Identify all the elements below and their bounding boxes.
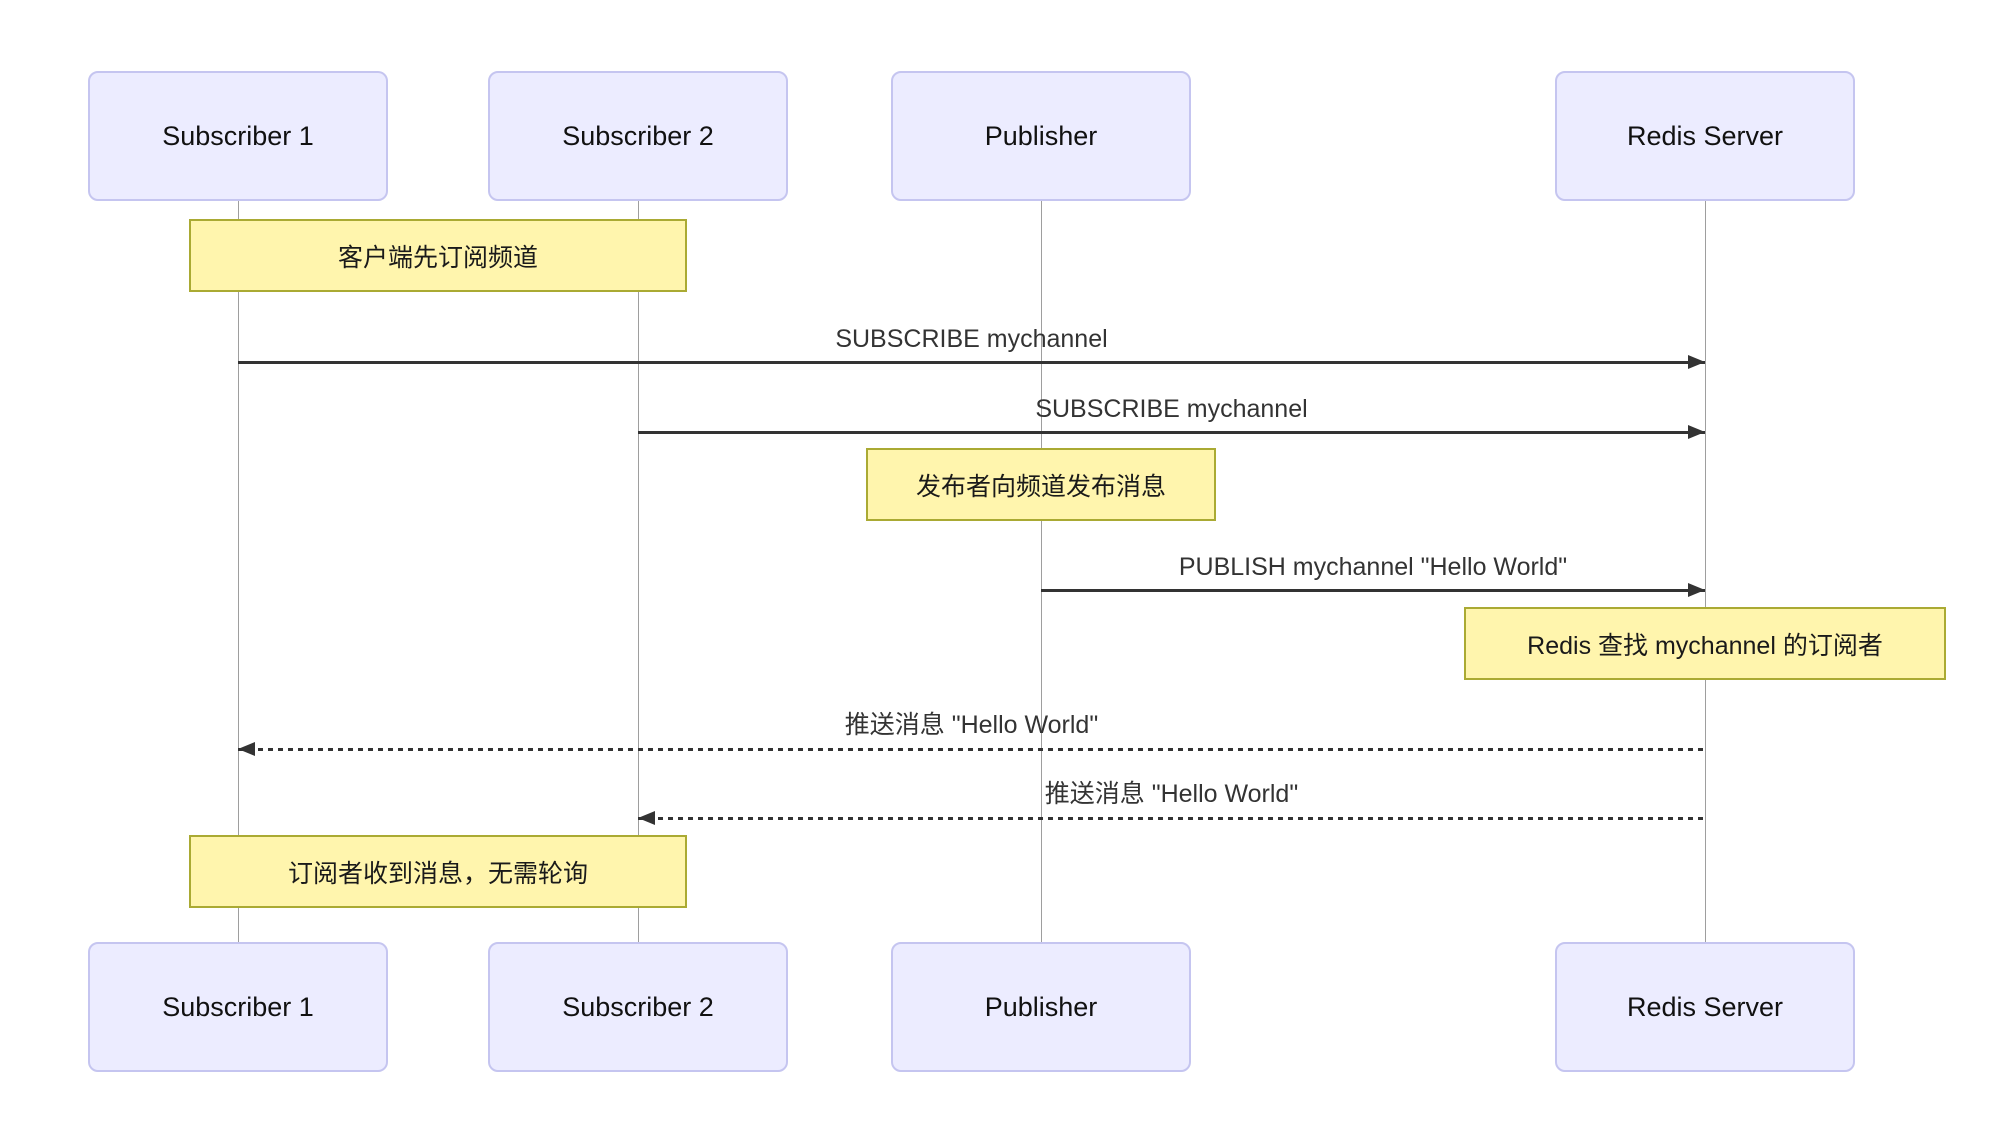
message-label: 推送消息 "Hello World" — [1044, 780, 1299, 808]
note-text: 订阅者收到消息，无需轮询 — [287, 859, 588, 888]
message-label: 推送消息 "Hello World" — [844, 711, 1099, 739]
message-publish: PUBLISH mychannel "Hello World" — [1041, 549, 1705, 597]
message-push-to-subscriber-2: 推送消息 "Hello World" — [638, 777, 1705, 825]
actor-subscriber-2-bottom: Subscriber 2 — [488, 942, 788, 1072]
lifeline-subscriber-2 — [638, 201, 639, 942]
actor-label: Subscriber 2 — [562, 120, 714, 151]
message-line — [238, 361, 1705, 364]
actor-label: Redis Server — [1626, 120, 1784, 151]
message-line — [238, 748, 1705, 751]
lifeline-redis-server — [1705, 201, 1706, 942]
message-line — [638, 431, 1705, 434]
message-label: PUBLISH mychannel "Hello World" — [1178, 553, 1568, 581]
lifeline-subscriber-1 — [238, 201, 239, 942]
actor-label: Subscriber 1 — [162, 991, 314, 1022]
actor-subscriber-1-bottom: Subscriber 1 — [88, 942, 388, 1072]
arrowhead-icon — [1688, 355, 1705, 369]
note-clients-subscribe-first: 客户端先订阅频道 — [189, 219, 687, 292]
actor-publisher-bottom: Publisher — [891, 942, 1191, 1072]
message-push-to-subscriber-1: 推送消息 "Hello World" — [238, 708, 1705, 756]
note-text: 客户端先订阅频道 — [337, 243, 538, 272]
arrowhead-icon — [1688, 425, 1705, 439]
note-text: 发布者向频道发布消息 — [915, 472, 1166, 501]
arrowhead-icon — [238, 742, 255, 756]
note-publisher-publishes: 发布者向频道发布消息 — [866, 448, 1216, 521]
arrowhead-icon — [1688, 583, 1705, 597]
actor-label: Subscriber 1 — [162, 120, 314, 151]
message-subscribe-1: SUBSCRIBE mychannel — [238, 321, 1705, 369]
actor-label: Publisher — [984, 991, 1098, 1022]
actor-label: Subscriber 2 — [562, 991, 714, 1022]
note-redis-lookup-subscribers: Redis 查找 mychannel 的订阅者 — [1464, 607, 1946, 680]
message-label: SUBSCRIBE mychannel — [835, 325, 1108, 353]
note-subscribers-receive-no-polling: 订阅者收到消息，无需轮询 — [189, 835, 687, 908]
lifeline-publisher — [1041, 201, 1042, 942]
arrowhead-icon — [638, 811, 655, 825]
note-text: Redis 查找 mychannel 的订阅者 — [1527, 631, 1883, 660]
actor-subscriber-1-top: Subscriber 1 — [88, 71, 388, 201]
message-line — [1041, 589, 1705, 592]
actor-publisher-top: Publisher — [891, 71, 1191, 201]
message-subscribe-2: SUBSCRIBE mychannel — [638, 391, 1705, 439]
message-label: SUBSCRIBE mychannel — [1035, 395, 1308, 423]
actor-redis-server-bottom: Redis Server — [1555, 942, 1855, 1072]
actor-label: Redis Server — [1626, 991, 1784, 1022]
actor-label: Publisher — [984, 120, 1098, 151]
actor-subscriber-2-top: Subscriber 2 — [488, 71, 788, 201]
message-line — [638, 817, 1705, 820]
actor-redis-server-top: Redis Server — [1555, 71, 1855, 201]
